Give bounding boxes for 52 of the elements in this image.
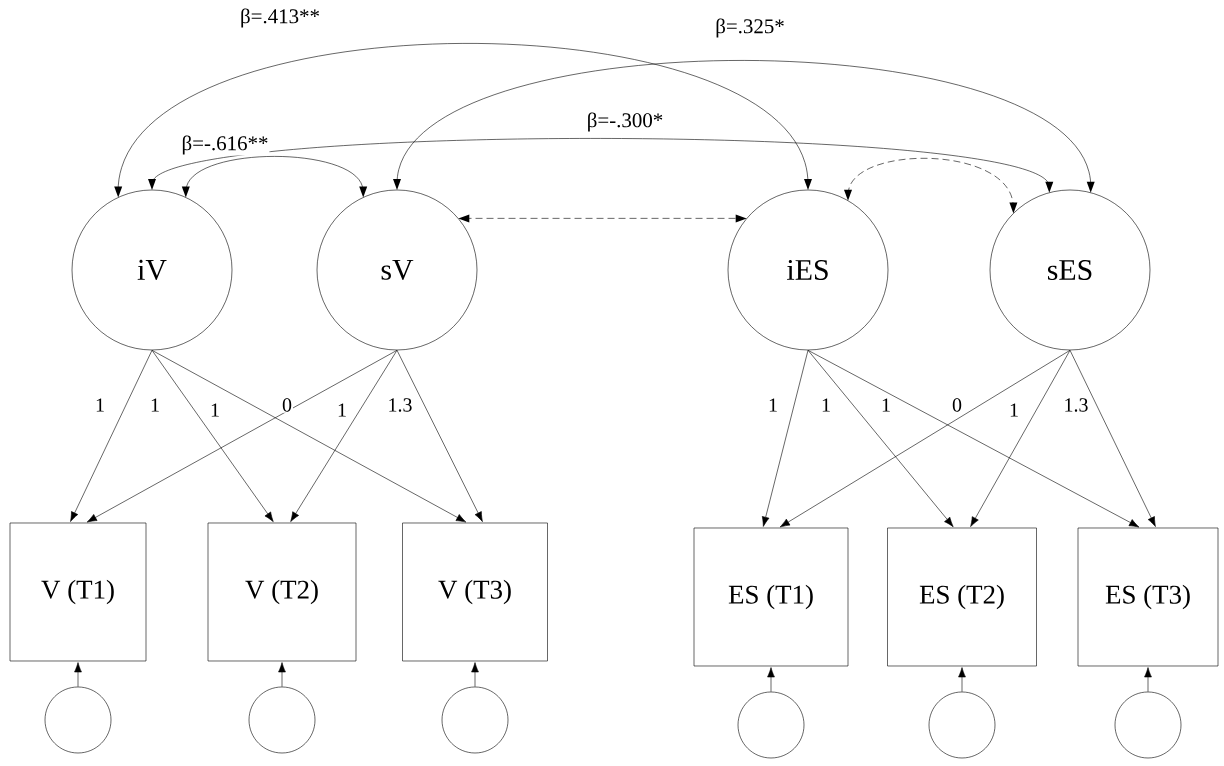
- double-arrow: [844, 158, 1018, 214]
- arrow: [958, 667, 966, 692]
- edge-label: 1: [209, 402, 221, 418]
- error-circle: [44, 686, 112, 754]
- arrow: [807, 350, 954, 527]
- indicator-box: V (T2): [207, 522, 357, 662]
- edge-label: 1: [880, 397, 892, 413]
- edge-label: β=-.300*: [585, 111, 665, 133]
- double-arrow: [114, 43, 812, 198]
- arrow: [70, 350, 153, 522]
- double-arrow: [393, 60, 1095, 193]
- edge-label: 1: [820, 397, 832, 413]
- edge-label: 1: [1008, 402, 1020, 418]
- edge-label: 1: [94, 397, 106, 413]
- edge-label: 1.3: [1062, 397, 1090, 413]
- edge-label: 1: [767, 397, 779, 413]
- arrow: [1144, 667, 1152, 692]
- arrow: [1069, 350, 1156, 527]
- double-arrow: [458, 214, 747, 223]
- error-circle: [1114, 691, 1182, 759]
- indicator-box: ES (T3): [1077, 527, 1219, 667]
- edge-label: 0: [951, 397, 963, 413]
- error-circle: [441, 686, 509, 754]
- edge-label: 1.3: [386, 397, 414, 413]
- edge-label: 0: [281, 397, 293, 413]
- arrow: [970, 350, 1071, 527]
- arrow: [779, 350, 1071, 528]
- double-arrow: [181, 156, 368, 198]
- indicator-box: V (T1): [9, 522, 147, 662]
- arrow: [86, 350, 398, 523]
- edge-label: 1: [336, 402, 348, 418]
- indicator-box: V (T3): [402, 522, 548, 662]
- arrow: [767, 667, 775, 692]
- edge-label: 1: [149, 397, 161, 413]
- edge-label: β=-.616**: [180, 134, 270, 156]
- error-circle: [248, 686, 316, 754]
- edge-label: β=.325*: [714, 17, 786, 39]
- arrow: [290, 350, 398, 522]
- arrow: [151, 350, 467, 523]
- arrow: [807, 350, 1140, 528]
- edge-label: β=.413**: [239, 7, 321, 29]
- arrow: [471, 662, 479, 687]
- arrow: [761, 350, 809, 527]
- arrow: [278, 662, 286, 687]
- double-arrow: [148, 138, 1054, 193]
- indicator-box: ES (T1): [693, 527, 849, 667]
- error-circle: [737, 691, 805, 759]
- indicator-box: ES (T2): [887, 527, 1037, 667]
- arrow: [74, 662, 82, 687]
- error-circle: [928, 691, 996, 759]
- arrow: [151, 350, 274, 522]
- arrow: [396, 350, 483, 522]
